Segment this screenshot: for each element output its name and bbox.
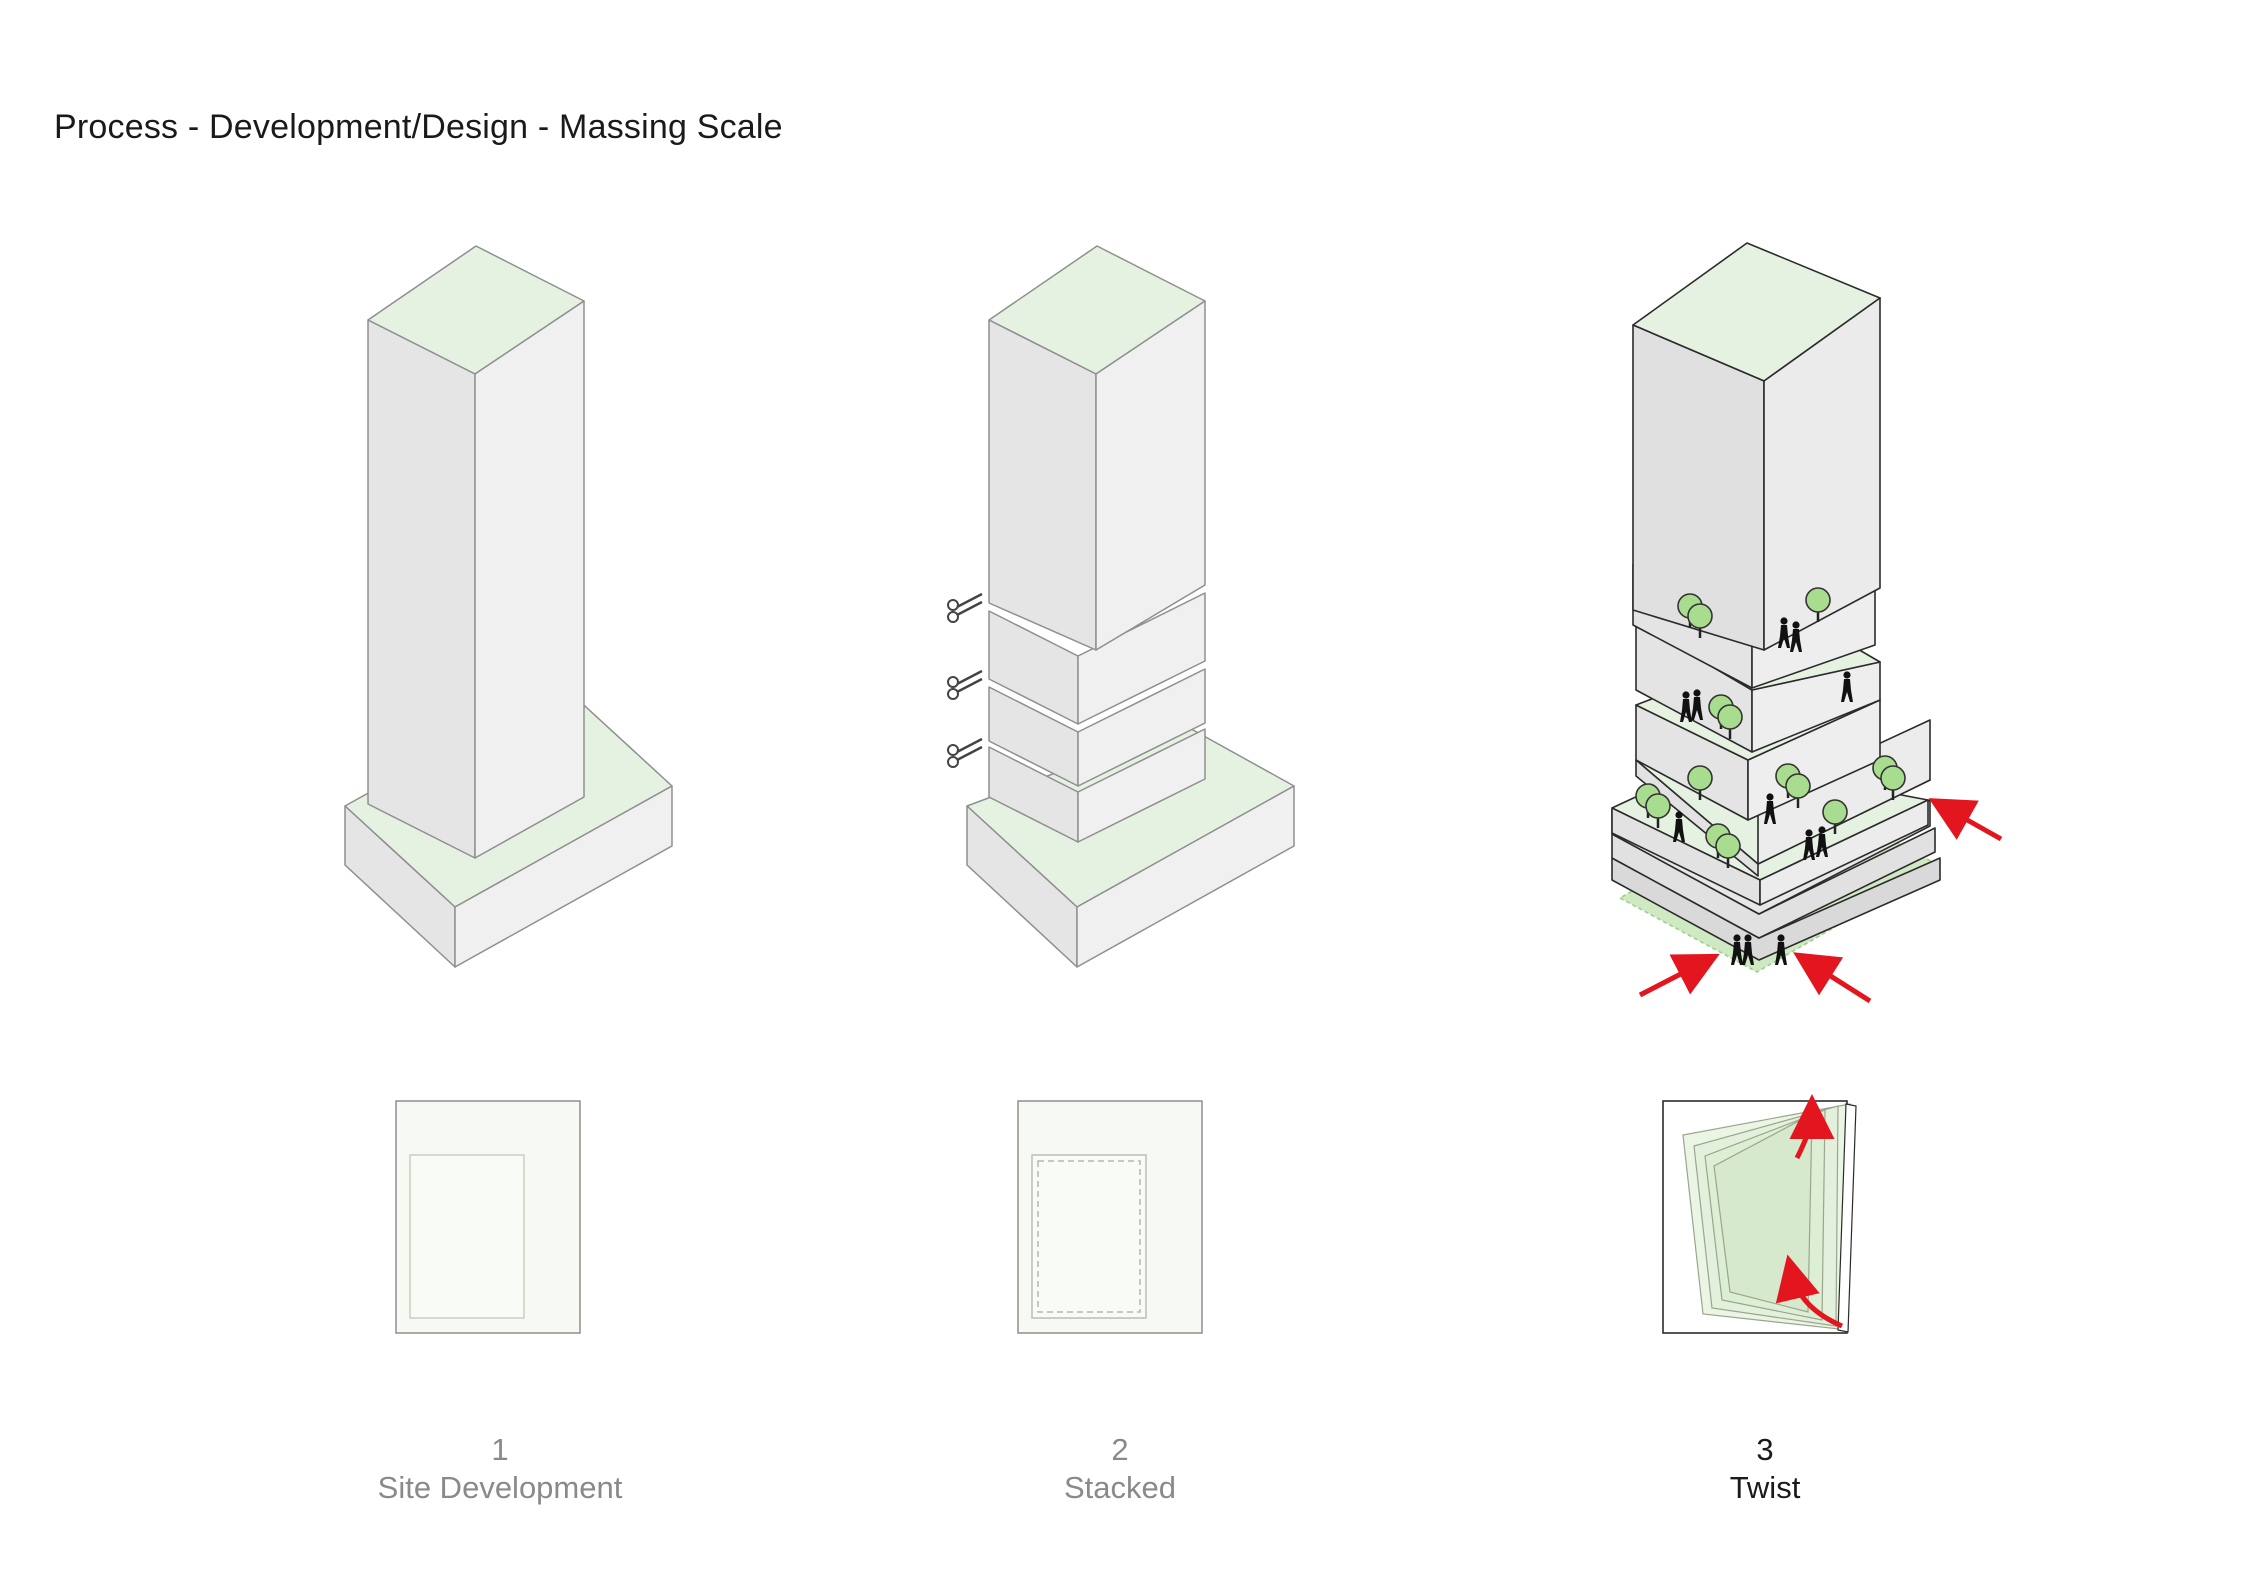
- scissors-icon: [946, 592, 984, 624]
- scissors-icon: [946, 737, 984, 769]
- step-number: 2: [1111, 1432, 1129, 1467]
- site-development-massing: [344, 245, 673, 968]
- twist-plan: [1662, 1094, 1857, 1334]
- step-name: Twist: [1729, 1470, 1801, 1505]
- tower-front: [367, 319, 476, 859]
- scissors-icon: [946, 669, 984, 701]
- twist-arrow-icon: [1775, 1254, 1843, 1329]
- tower-side: [474, 300, 585, 859]
- arrow-icon: [1928, 798, 2003, 842]
- twist-force-arrows: [1638, 798, 2003, 1004]
- stacked-massing: [966, 245, 1295, 968]
- stacked-plan: [1017, 1100, 1203, 1334]
- podium-side: [454, 785, 673, 968]
- site-development-plan: [395, 1100, 581, 1334]
- arrow-icon: [1638, 953, 1720, 998]
- step-2-label: 2 Stacked: [910, 1431, 1330, 1507]
- arrow-icon: [1793, 952, 1872, 1004]
- twist-massing: [1611, 242, 1941, 973]
- step-name: Stacked: [1063, 1470, 1176, 1505]
- step-3-label: 3 Twist: [1555, 1431, 1975, 1507]
- step-1-label: 1 Site Development: [290, 1431, 710, 1507]
- page-title: Process - Development/Design - Massing S…: [54, 108, 783, 146]
- step-number: 3: [1756, 1432, 1774, 1467]
- step-number: 1: [491, 1432, 509, 1467]
- step-name: Site Development: [377, 1470, 623, 1505]
- twist-arrow-icon: [1789, 1094, 1835, 1160]
